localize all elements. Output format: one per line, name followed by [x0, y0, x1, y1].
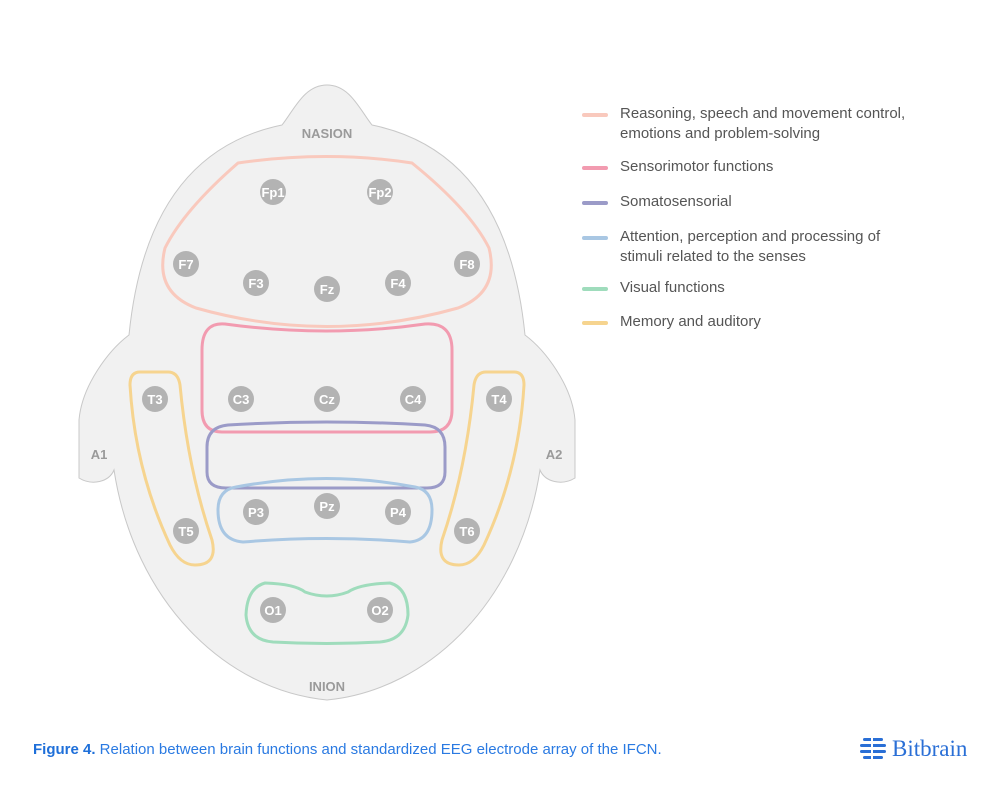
electrode-p4	[385, 499, 411, 525]
label-a2: A2	[546, 447, 563, 462]
electrode-c3	[228, 386, 254, 412]
electrode-o2	[367, 597, 393, 623]
legend-label: Visual functions	[620, 279, 725, 296]
electrode-fz	[314, 276, 340, 302]
electrode-pz	[314, 493, 340, 519]
legend-label: Attention, perception and processing of …	[620, 228, 881, 265]
legend-item-attention: Attention, perception and processing of …	[580, 227, 920, 267]
legend: Reasoning, speech and movement control, …	[580, 104, 940, 332]
electrode-label: C4	[405, 392, 422, 407]
electrode-label: F4	[390, 276, 406, 291]
legend-swatch	[582, 113, 608, 117]
electrode-label: T6	[459, 524, 474, 539]
electrode-c4	[400, 386, 426, 412]
electrode-label: T4	[491, 392, 507, 407]
region-sensorimotor	[200, 322, 454, 434]
electrode-label: Fp1	[261, 185, 284, 200]
legend-swatch	[582, 321, 608, 325]
label-inion: INION	[309, 679, 345, 694]
electrode-fp1	[260, 179, 286, 205]
electrode-t5	[173, 518, 199, 544]
electrode-label: C3	[233, 392, 250, 407]
electrode-label: Fp2	[368, 185, 391, 200]
region-frontal	[161, 155, 493, 328]
legend-swatch	[582, 201, 608, 205]
electrode-t6	[454, 518, 480, 544]
electrode-f8	[454, 251, 480, 277]
legend-item-visual: Visual functions	[580, 278, 940, 298]
electrode-o1	[260, 597, 286, 623]
electrode-label: P4	[390, 505, 407, 520]
electrode-label: F8	[459, 257, 474, 272]
legend-label: Somatosensorial	[620, 193, 732, 210]
logo-text: Bitbrain	[892, 736, 968, 761]
figure-caption: Figure 4. Relation between brain functio…	[33, 741, 662, 758]
electrode-label: F7	[178, 257, 193, 272]
legend-swatch	[582, 166, 608, 170]
region-visual	[244, 581, 410, 645]
label-a1: A1	[91, 447, 108, 462]
label-nasion: NASION	[302, 126, 353, 141]
electrode-f7	[173, 251, 199, 277]
electrode-label: P3	[248, 505, 264, 520]
electrode-label: O2	[371, 603, 388, 618]
legend-label: Sensorimotor functions	[620, 158, 774, 175]
electrode-cz	[314, 386, 340, 412]
legend-label: Reasoning, speech and movement control, …	[620, 105, 906, 142]
legend-item-memory: Memory and auditory	[580, 312, 940, 332]
electrode-t3	[142, 386, 168, 412]
electrode-p3	[243, 499, 269, 525]
legend-swatch	[582, 287, 608, 291]
caption-text: Relation between brain functions and sta…	[95, 741, 662, 758]
electrode-label: F3	[248, 276, 263, 291]
legend-item-somatosensorial: Somatosensorial	[580, 192, 940, 212]
region-memory-right	[439, 370, 526, 567]
electrode-label: Cz	[319, 392, 335, 407]
bitbrain-logo-icon	[860, 737, 886, 761]
electrode-f3	[243, 270, 269, 296]
region-somatosensorial	[205, 420, 447, 490]
bitbrain-logo: Bitbrain	[860, 736, 967, 762]
electrode-label: Fz	[320, 282, 335, 297]
legend-label: Memory and auditory	[620, 313, 761, 330]
electrode-t4	[486, 386, 512, 412]
electrode-label: T3	[147, 392, 162, 407]
electrode-label: O1	[264, 603, 281, 618]
electrode-f4	[385, 270, 411, 296]
electrode-fp2	[367, 179, 393, 205]
region-memory-left	[128, 370, 215, 567]
region-attention	[216, 477, 434, 544]
legend-swatch	[582, 236, 608, 240]
legend-item-sensorimotor: Sensorimotor functions	[580, 157, 940, 177]
electrode-label: Pz	[319, 499, 335, 514]
legend-item-reasoning: Reasoning, speech and movement control, …	[580, 104, 940, 144]
caption-figure-number: Figure 4.	[33, 741, 96, 758]
electrode-label: T5	[178, 524, 193, 539]
